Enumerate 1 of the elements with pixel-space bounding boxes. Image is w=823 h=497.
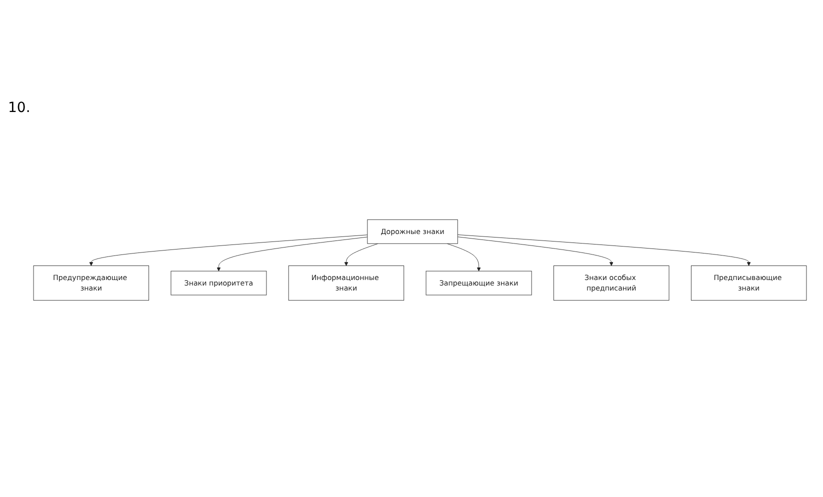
item-number: 10. <box>8 100 30 116</box>
